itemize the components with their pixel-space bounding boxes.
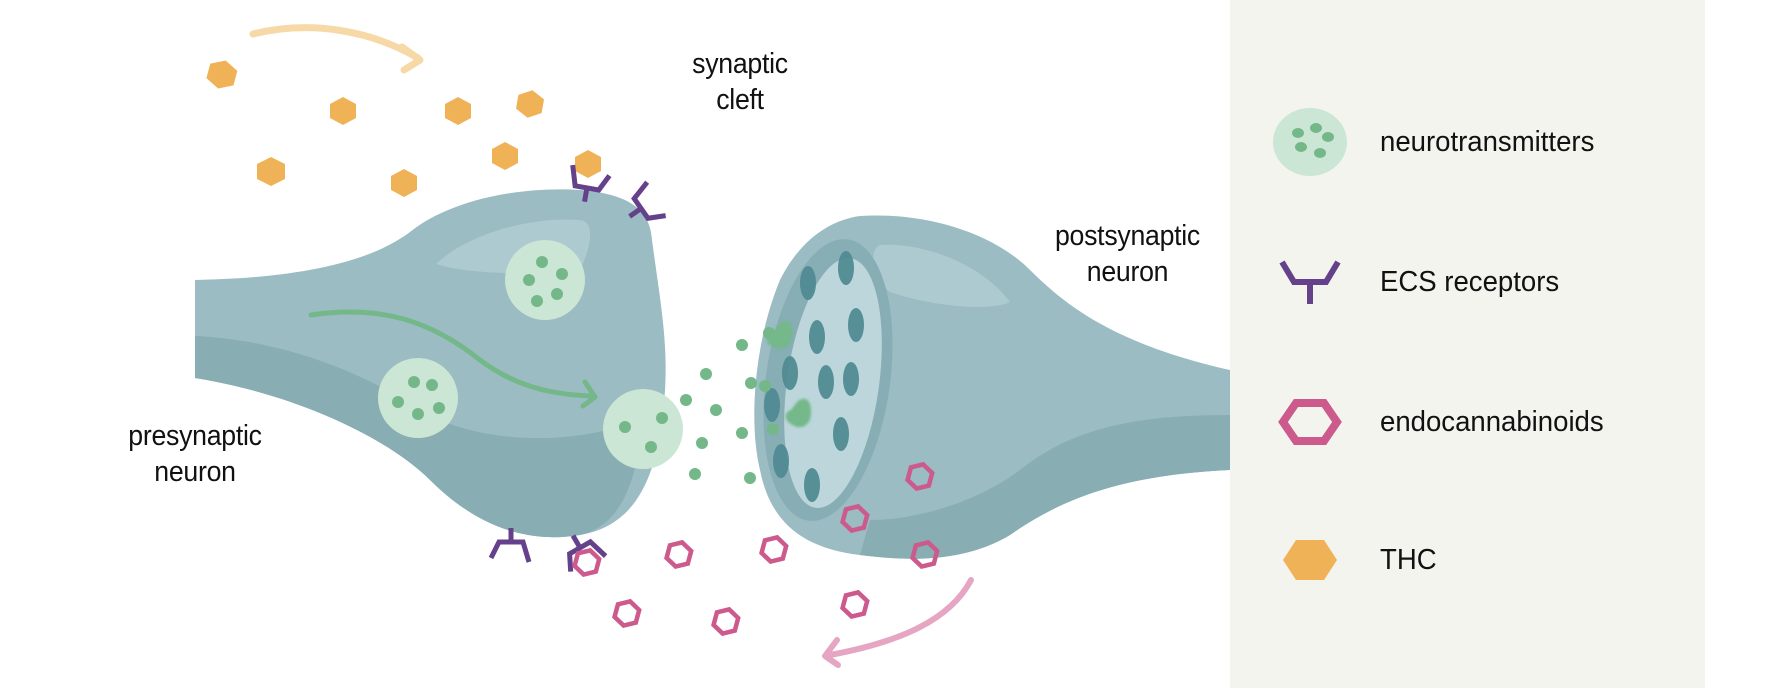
released-neurotransmitters xyxy=(680,327,779,484)
thc-molecules xyxy=(206,60,601,197)
vesicle xyxy=(378,358,458,438)
legend-item-endocannabinoids: endocannabinoids xyxy=(1270,382,1615,462)
legend-label: endocannabinoids xyxy=(1380,405,1604,438)
legend: neurotransmitters ECS receptors endocann… xyxy=(1230,0,1705,688)
legend-item-neurotransmitters: neurotransmitters xyxy=(1270,102,1606,182)
postsynaptic-neuron-label: postsynaptic neuron xyxy=(1038,218,1217,290)
postsynaptic-neuron xyxy=(754,215,1230,559)
thc-flow-arrow xyxy=(249,24,424,74)
postsynaptic-label-line1: postsynaptic xyxy=(1054,220,1200,252)
synaptic-cleft-label: synaptic cleft xyxy=(666,46,813,118)
synaptic-cleft-label-line2: cleft xyxy=(716,84,764,116)
legend-label: ECS receptors xyxy=(1380,265,1560,298)
endocannabinoid-icon xyxy=(1270,382,1350,462)
endocannabinoid-flow-arrow xyxy=(822,577,974,668)
bound-neurotransmitters xyxy=(766,320,812,428)
legend-label: neurotransmitters xyxy=(1380,125,1595,158)
ecs-receptor-icon xyxy=(1270,242,1350,322)
presynaptic-neuron-label: presynaptic neuron xyxy=(108,418,283,490)
neurotransmitter-vesicle-icon xyxy=(1270,102,1350,182)
postsynaptic-label-line2: neuron xyxy=(1086,256,1169,288)
presynaptic-label-line2: neuron xyxy=(154,456,236,488)
endocannabinoids xyxy=(572,461,940,637)
postsynaptic-receptor-channels xyxy=(764,251,864,502)
synaptic-cleft-label-line1: synaptic xyxy=(692,48,788,80)
legend-item-thc: THC xyxy=(1270,520,1440,600)
legend-label: THC xyxy=(1380,543,1437,576)
vesicle-path-arrow xyxy=(308,309,598,409)
presynaptic-label-line1: presynaptic xyxy=(128,420,262,452)
thc-icon xyxy=(1270,520,1350,600)
legend-item-ecs-receptors: ECS receptors xyxy=(1270,242,1569,322)
vesicle xyxy=(505,240,585,320)
vesicle-releasing xyxy=(603,389,683,469)
ecs-receptors xyxy=(488,164,667,572)
